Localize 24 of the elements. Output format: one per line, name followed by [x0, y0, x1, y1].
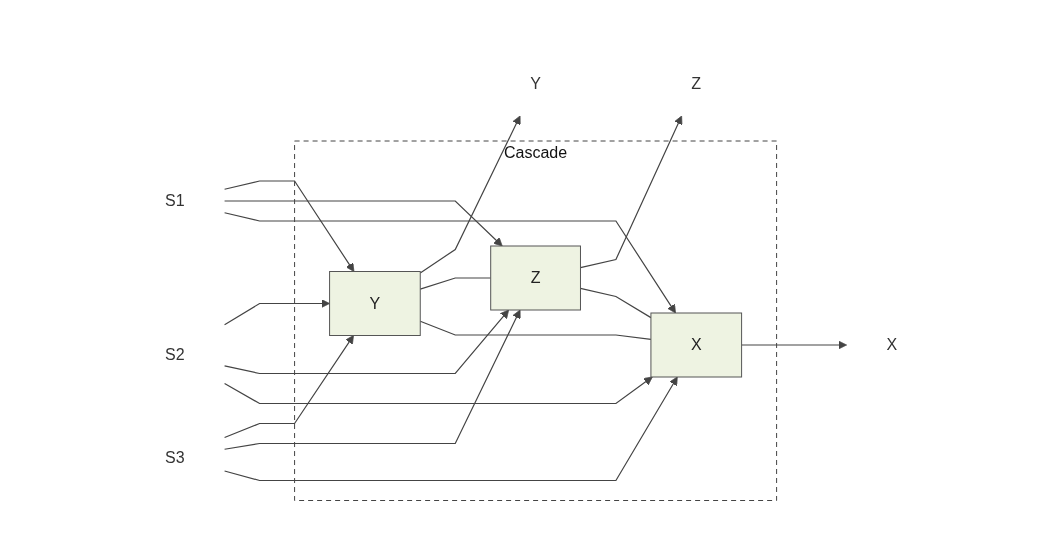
node-text: S3: [164, 448, 185, 466]
node-text: S1: [164, 192, 185, 210]
arrow: [223, 376, 678, 482]
arrow: [740, 340, 847, 350]
node-box: Y: [328, 271, 421, 337]
arrow: [579, 115, 683, 269]
arrow: [223, 212, 676, 314]
node-box: Z: [490, 245, 581, 311]
node-text: Y: [530, 75, 541, 93]
arrow: [223, 180, 355, 273]
node-text: X: [886, 336, 898, 354]
connector: [419, 277, 492, 290]
connector: [419, 320, 652, 341]
arrow: [419, 115, 521, 274]
node-text: S2: [164, 346, 185, 364]
connector: [579, 288, 652, 319]
arrow: [223, 200, 503, 247]
arrow: [223, 299, 330, 326]
arrow: [223, 376, 653, 405]
node-text: Z: [691, 75, 702, 93]
arrow: [223, 309, 509, 375]
arrow: [223, 309, 521, 451]
arrow: [223, 335, 354, 439]
node-box: X: [650, 312, 742, 378]
